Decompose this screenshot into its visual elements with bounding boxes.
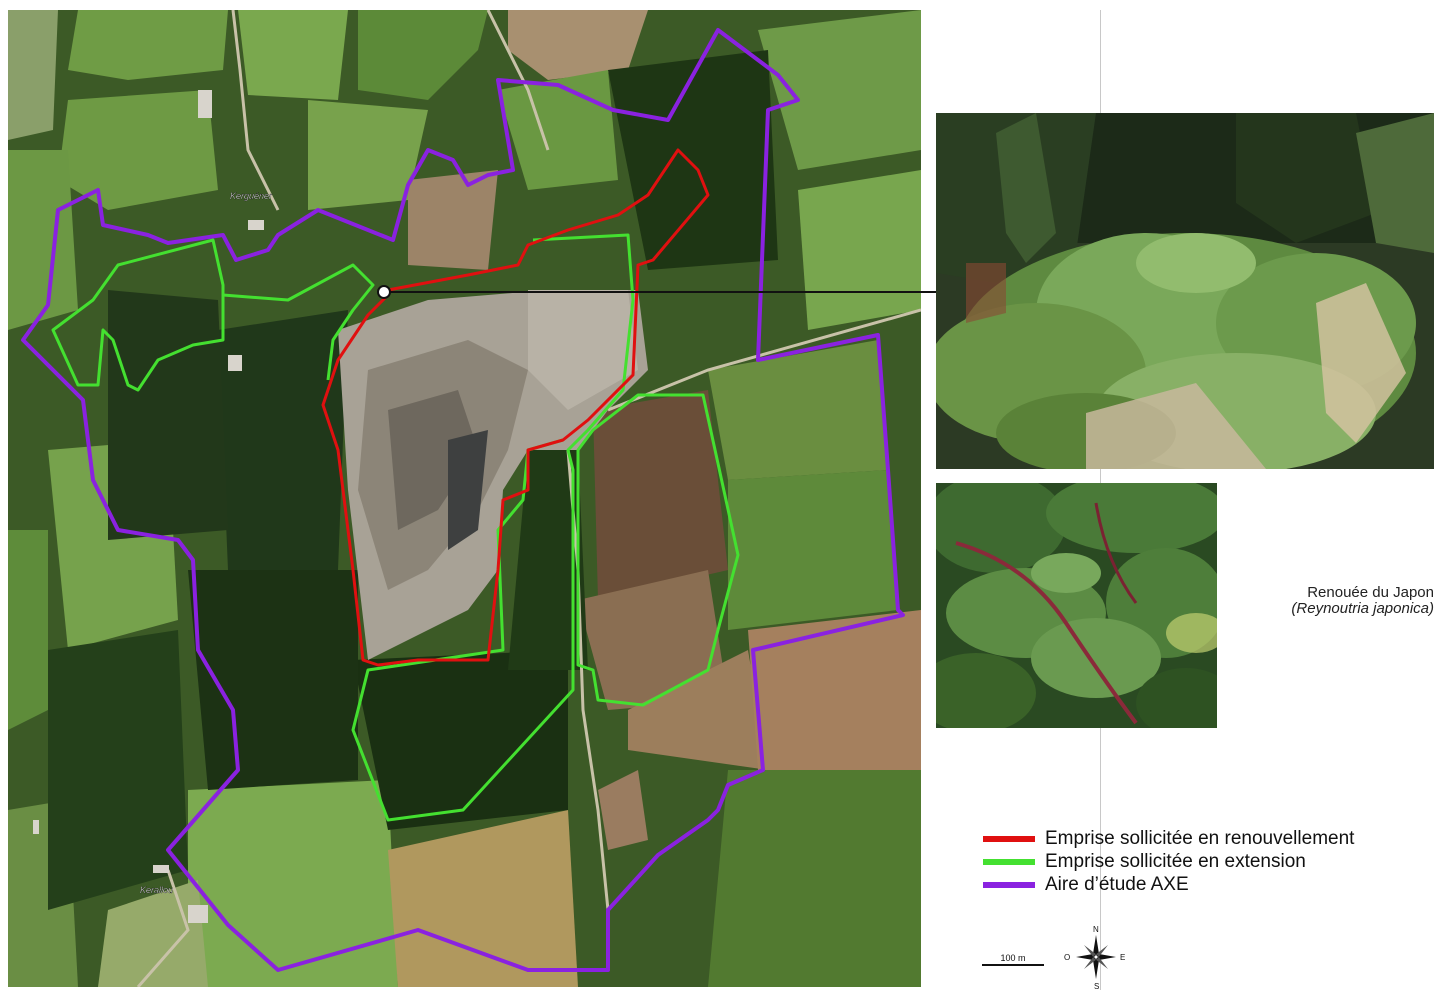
legend-swatch-renewal: [983, 835, 1035, 842]
compass-north: N: [1093, 925, 1099, 934]
legend-swatch-extension: [983, 858, 1035, 865]
forest-patches: [48, 50, 778, 910]
map-legend: Emprise sollicitée en renouvellement Emp…: [983, 827, 1354, 896]
legend-item-extension: Emprise sollicitée en extension: [983, 850, 1354, 873]
compass-star-icon: [1076, 935, 1116, 979]
renewal-area-boundary: [321, 148, 710, 667]
legend-label-renewal: Emprise sollicitée en renouvellement: [1045, 827, 1355, 849]
map-svg: Kerguéner Kerallou: [8, 10, 921, 987]
leader-line-extension: [921, 291, 936, 293]
scale-bar: 100 m: [982, 953, 1044, 966]
compass-east: E: [1120, 953, 1125, 962]
legend-item-renewal: Emprise sollicitée en renouvellement: [983, 827, 1354, 850]
aerial-map[interactable]: Kerguéner Kerallou: [8, 10, 921, 987]
compass-west: O: [1064, 953, 1070, 962]
scale-label: 100 m: [1000, 953, 1026, 963]
species-scientific-name: (Reynoutria japonica): [1291, 600, 1434, 617]
compass-south: S: [1094, 982, 1099, 990]
observation-point-marker: [377, 285, 391, 299]
quarry-area: [338, 290, 648, 660]
compass-rose: N S E O: [1062, 924, 1132, 991]
extension-corridor: [222, 263, 375, 381]
farm-buildings: [33, 90, 264, 923]
species-caption: Renouée du Japon (Reynoutria japonica): [1222, 585, 1434, 617]
scale-bar-line: [982, 964, 1044, 966]
field-parcels: [8, 10, 921, 987]
place-label-kerguener: Kerguéner: [230, 191, 273, 201]
extension-area-boundary: [51, 238, 225, 392]
legend-label-extension: Emprise sollicitée en extension: [1045, 850, 1306, 872]
place-label-kerallou: Kerallou: [140, 885, 173, 895]
knotweed-leaves-photo: [936, 483, 1217, 728]
roads: [136, 10, 921, 987]
legend-item-study-area: Aire d’étude AXE: [983, 873, 1354, 896]
legend-swatch-study-area: [983, 881, 1035, 888]
extension-corridor-east: [351, 233, 635, 822]
knotweed-stand-photo: [936, 113, 1434, 469]
extension-field-east: [576, 393, 740, 707]
study-area-boundary: [21, 28, 905, 972]
legend-label-study-area: Aire d’étude AXE: [1045, 873, 1189, 895]
species-common-name: Renouée du Japon: [1307, 584, 1434, 601]
